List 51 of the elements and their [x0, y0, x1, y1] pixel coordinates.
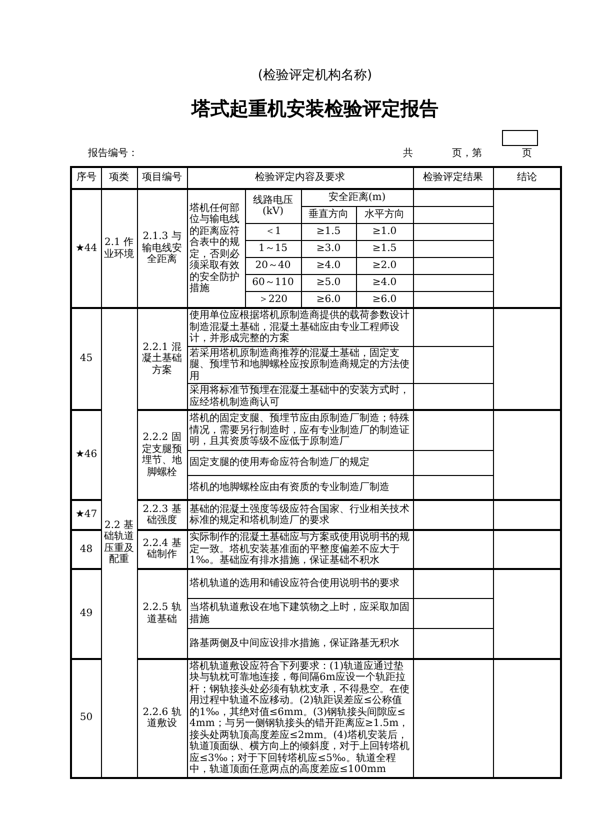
- row-number: 45: [71, 308, 101, 410]
- distance-table-value: ≥1.0: [356, 223, 413, 240]
- report-number-label: 报告编号：: [88, 146, 138, 160]
- requirement-text: 塔机任何部位与输电线的距离应符合表中的规定，否则必须采取有效的安全防护措施: [187, 189, 245, 308]
- requirement-text: 塔机的地脚螺栓应由有资质的专业制造厂制造: [187, 475, 413, 500]
- page-count-text: 共: [403, 146, 413, 160]
- distance-table-value: ＜1: [245, 223, 301, 240]
- requirement-text: 若采用塔机原制造商推荐的混凝土基础，固定支腿、预埋节和地脚螺栓应按原制造商规定的方法使用: [187, 346, 413, 384]
- requirement-text: 实际制作的混凝土基础应与方案或使用说明书的规定一致。塔机安装基准面的平整度偏差不应大于1‰。基础应有排水措施，保证基础不积水: [187, 530, 413, 568]
- requirement-text: 路基两侧及中间应设排水措施，保证路基无积水: [187, 628, 413, 658]
- organization-name-heading: (检验评定机构名称): [256, 67, 374, 84]
- column-header: 检验评定结果: [413, 167, 493, 189]
- requirement-text: 固定支腿的使用寿命应符合制造厂的规定: [187, 450, 413, 475]
- distance-table-value: 60～110: [245, 274, 301, 291]
- distance-table-value: ≥4.0: [301, 257, 356, 274]
- requirement-text: 塔机的固定支腿、预埋节应由原制造厂制造；特殊情况，需要另行制造时，应有专业制造厂的制造证明，且其资质等级不应低于原制造厂: [187, 410, 413, 450]
- item-code-label: 2.2.1 混凝土基础方案: [137, 308, 187, 410]
- page-count-text: 页，第: [452, 147, 482, 160]
- requirement-text: 当塔机轨道敷设在地下建筑物之上时，应采取加固措施: [187, 598, 413, 628]
- distance-table-value: 安全距离(m): [301, 189, 413, 206]
- distance-table-value: ≥1.5: [301, 223, 356, 240]
- distance-table-value: 20～40: [245, 257, 301, 274]
- distance-table-value: ≥4.0: [356, 274, 413, 291]
- item-code-label: 2.2.4 基础制作: [137, 530, 187, 568]
- page-count-text: 页: [522, 147, 532, 160]
- distance-table-value: 水平方向: [356, 206, 413, 223]
- requirement-text: 塔机轨道的选用和铺设应符合使用说明书的要求: [187, 568, 413, 598]
- item-code-label: 2.2.2 固定支腿预埋节、地脚螺栓: [137, 410, 187, 500]
- distance-table-value: ≥2.0: [356, 257, 413, 274]
- item-code-label: 2.2.5 轨道基础: [137, 568, 187, 658]
- distance-table-value: ≥5.0: [301, 274, 356, 291]
- distance-table-value: 线路电压 (kV): [245, 189, 301, 223]
- item-code-label: 2.2.6 轨道敷设: [137, 658, 187, 778]
- item-code-label: 2.2.3 基础强度: [137, 500, 187, 530]
- column-header: 序号: [71, 167, 101, 189]
- requirement-text: 采用将标准节预埋在混凝土基础中的安装方式时，应经塔机制造商认可: [187, 384, 413, 410]
- distance-table-value: 垂直方向: [301, 206, 356, 223]
- column-header: 项目编号: [137, 167, 187, 189]
- row-number: ★44: [71, 189, 101, 308]
- report-title: 塔式起重机安装检验评定报告: [190, 97, 440, 122]
- column-header: 项类: [101, 167, 137, 189]
- distance-table-value: 1～15: [245, 240, 301, 257]
- requirement-text: 基础的混凝土强度等级应符合国家、行业相关技术标准的规定和塔机制造厂的要求: [187, 500, 413, 530]
- column-header: 检验评定内容及要求: [187, 167, 413, 189]
- category-label: 2.1 作业环境: [101, 189, 137, 308]
- distance-table-value: ≥1.5: [356, 240, 413, 257]
- item-code-label: 2.1.3 与输电线安全距离: [137, 189, 187, 308]
- requirement-text: 塔机轨道敷设应符合下列要求：(1)轨道应通过垫块与轨枕可靠地连接，每间隔6m应设一个轨距拉杆；钢轨接头处必须有轨枕支承，不得悬空。在使用过程中轨道不应移动。(2)轨距误差应≤公称值的1‰，其绝对值≤6mm。(3)钢轨接头间隙应≤4mm；与另一侧钢轨接头的错开距离应≥1.5m，接头处两轨顶高度差应≤2mm。(4)塔机安装后，轨道顶面纵、横方向上的倾斜度，对于上回转塔机应≤3‰；对于下回转塔机应≤5‰。轨道全程中，轨道顶面任意两点的高度差应≤100mm: [187, 658, 413, 778]
- requirement-text: 使用单位应根据塔机原制造商提供的载荷参数设计制造混凝土基础，混凝土基础应由专业工程师设计，并形成完整的方案: [187, 308, 413, 346]
- category-label: 2.2 基础轨道压重及配重: [101, 308, 137, 778]
- distance-table-value: ≥3.0: [301, 240, 356, 257]
